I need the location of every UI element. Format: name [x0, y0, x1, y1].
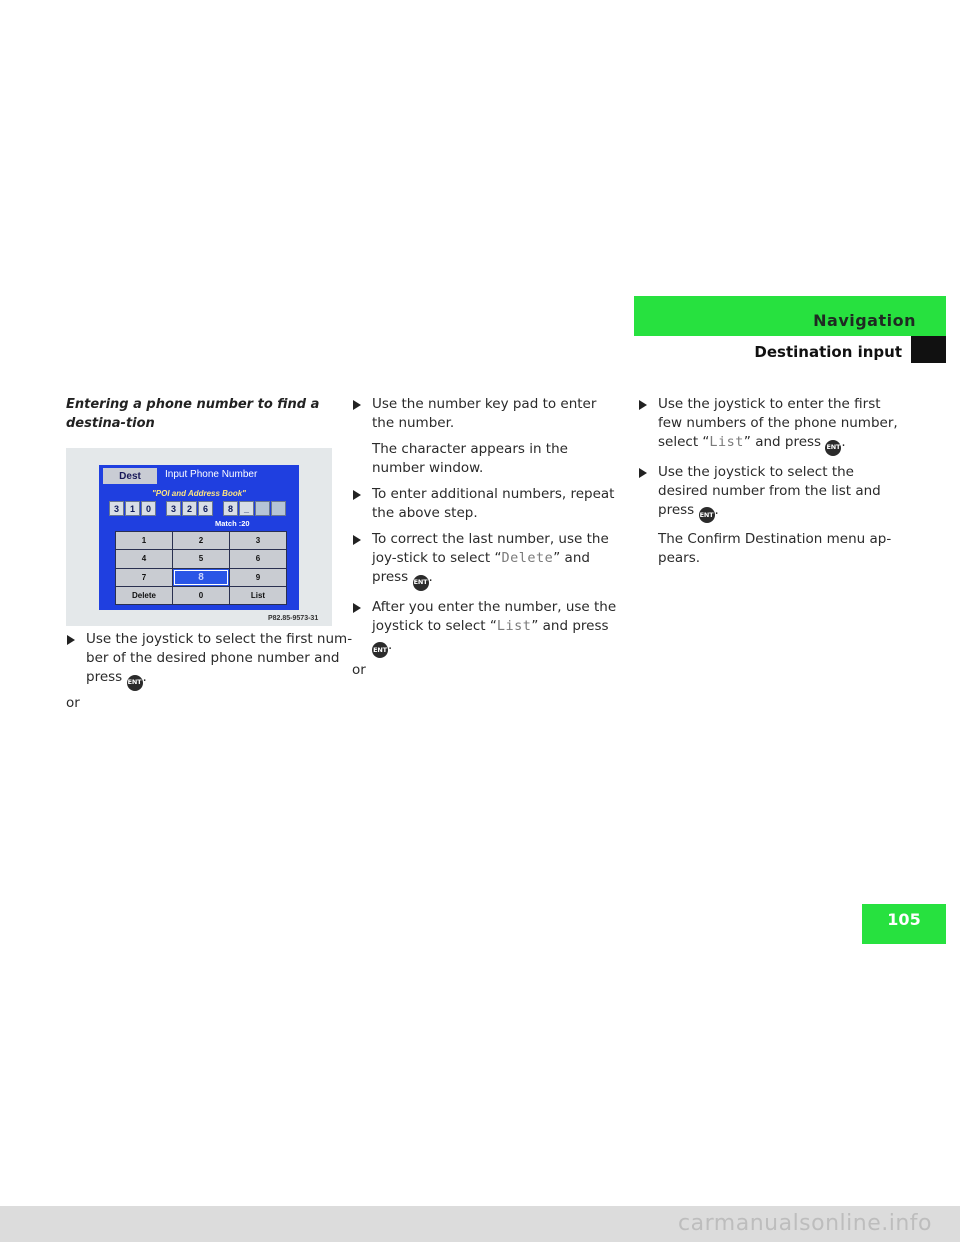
tab-dest: Dest — [103, 468, 157, 484]
step-select-first-number: Use the joystick to select the first num… — [66, 630, 356, 691]
step-repeat: To enter additional numbers, repeat the … — [352, 485, 620, 523]
step-note: The character appears in the number wind… — [372, 441, 568, 476]
digit-cell-empty — [255, 501, 270, 516]
code-list: List — [709, 434, 744, 450]
digit-cell: 3 — [109, 501, 124, 516]
ent-button-icon: ENT — [372, 642, 388, 658]
bullet-arrow-icon — [353, 400, 361, 410]
ent-button-icon: ENT — [825, 439, 842, 456]
step-select-desired-number: Use the joystick to select the desired n… — [638, 463, 906, 523]
key-2: 2 — [173, 532, 229, 550]
key-9: 9 — [230, 568, 286, 586]
digit-cell: 2 — [182, 501, 197, 516]
section-marker — [911, 336, 946, 363]
key-4: 4 — [116, 550, 172, 568]
match-count: Match :20 — [215, 519, 250, 528]
key-3: 3 — [230, 532, 286, 550]
key-8-selected: 8 — [173, 568, 229, 586]
digit-cell: 6 — [198, 501, 213, 516]
key-1: 1 — [116, 532, 172, 550]
digit-group-3: 8 _ — [223, 501, 286, 516]
step-correct-number: To correct the last number, use the joy-… — [352, 530, 620, 591]
subsection-title: Destination input — [754, 343, 902, 361]
digit-cursor: _ — [239, 501, 254, 516]
watermark-bar — [0, 1206, 960, 1242]
section-title: Navigation — [813, 311, 916, 330]
code-delete: Delete — [501, 550, 554, 566]
code-list: List — [496, 617, 532, 634]
bullet-arrow-icon — [639, 467, 647, 478]
page-number-tab — [862, 904, 946, 944]
digit-cell: 3 — [166, 501, 181, 516]
bullet-arrow-icon — [639, 400, 647, 410]
bullet-arrow-icon — [353, 535, 361, 545]
step-select-list: After you enter the number, use the joys… — [352, 598, 620, 658]
key-5: 5 — [173, 550, 229, 568]
digit-cell-empty — [271, 501, 286, 516]
screen-subtitle: "POI and Address Book" — [152, 489, 246, 498]
screen-title: Input Phone Number — [165, 469, 258, 480]
section-tab — [634, 296, 946, 336]
digit-cell: 1 — [125, 501, 140, 516]
bullet-arrow-icon — [353, 490, 361, 500]
digit-cell: 8 — [223, 501, 238, 516]
ent-button-icon: ENT — [698, 507, 715, 523]
or-text: or — [352, 662, 366, 678]
number-keypad: 1 2 3 4 5 6 7 8 9 Delete 0 List — [115, 531, 287, 605]
digit-cell: 0 — [141, 501, 156, 516]
key-delete: Delete — [116, 586, 172, 604]
step-note: The Confirm Destination menu ap-pears. — [658, 531, 892, 566]
column-2: Use the number key pad to enter the numb… — [352, 395, 620, 658]
ent-button-icon: ENT — [126, 674, 143, 691]
key-6: 6 — [230, 550, 286, 568]
or-text: or — [66, 695, 80, 711]
key-list: List — [230, 586, 286, 604]
bullet-arrow-icon — [67, 635, 75, 645]
step-keypad-entry: Use the number key pad to enter the numb… — [352, 395, 620, 433]
key-7: 7 — [116, 568, 172, 586]
phone-input-screen: Dest Input Phone Number "POI and Address… — [99, 465, 299, 610]
navigation-screen-figure: Dest Input Phone Number "POI and Address… — [66, 448, 332, 626]
digit-group-2: 3 2 6 — [166, 501, 213, 516]
page-number: 105 — [887, 910, 921, 929]
key-0: 0 — [173, 586, 229, 604]
step-enter-first-digits: Use the joystick to enter the first few … — [638, 395, 906, 456]
column-3: Use the joystick to enter the first few … — [638, 395, 906, 568]
figure-code: P82.85-9573-31 — [268, 615, 319, 622]
watermark-text: carmanualsonline.info — [678, 1211, 932, 1236]
section-heading: Entering a phone number to find a destin… — [66, 397, 320, 431]
ent-button-icon: ENT — [412, 574, 429, 591]
bullet-arrow-icon — [353, 602, 361, 613]
digit-group-1: 3 1 0 — [109, 501, 156, 516]
